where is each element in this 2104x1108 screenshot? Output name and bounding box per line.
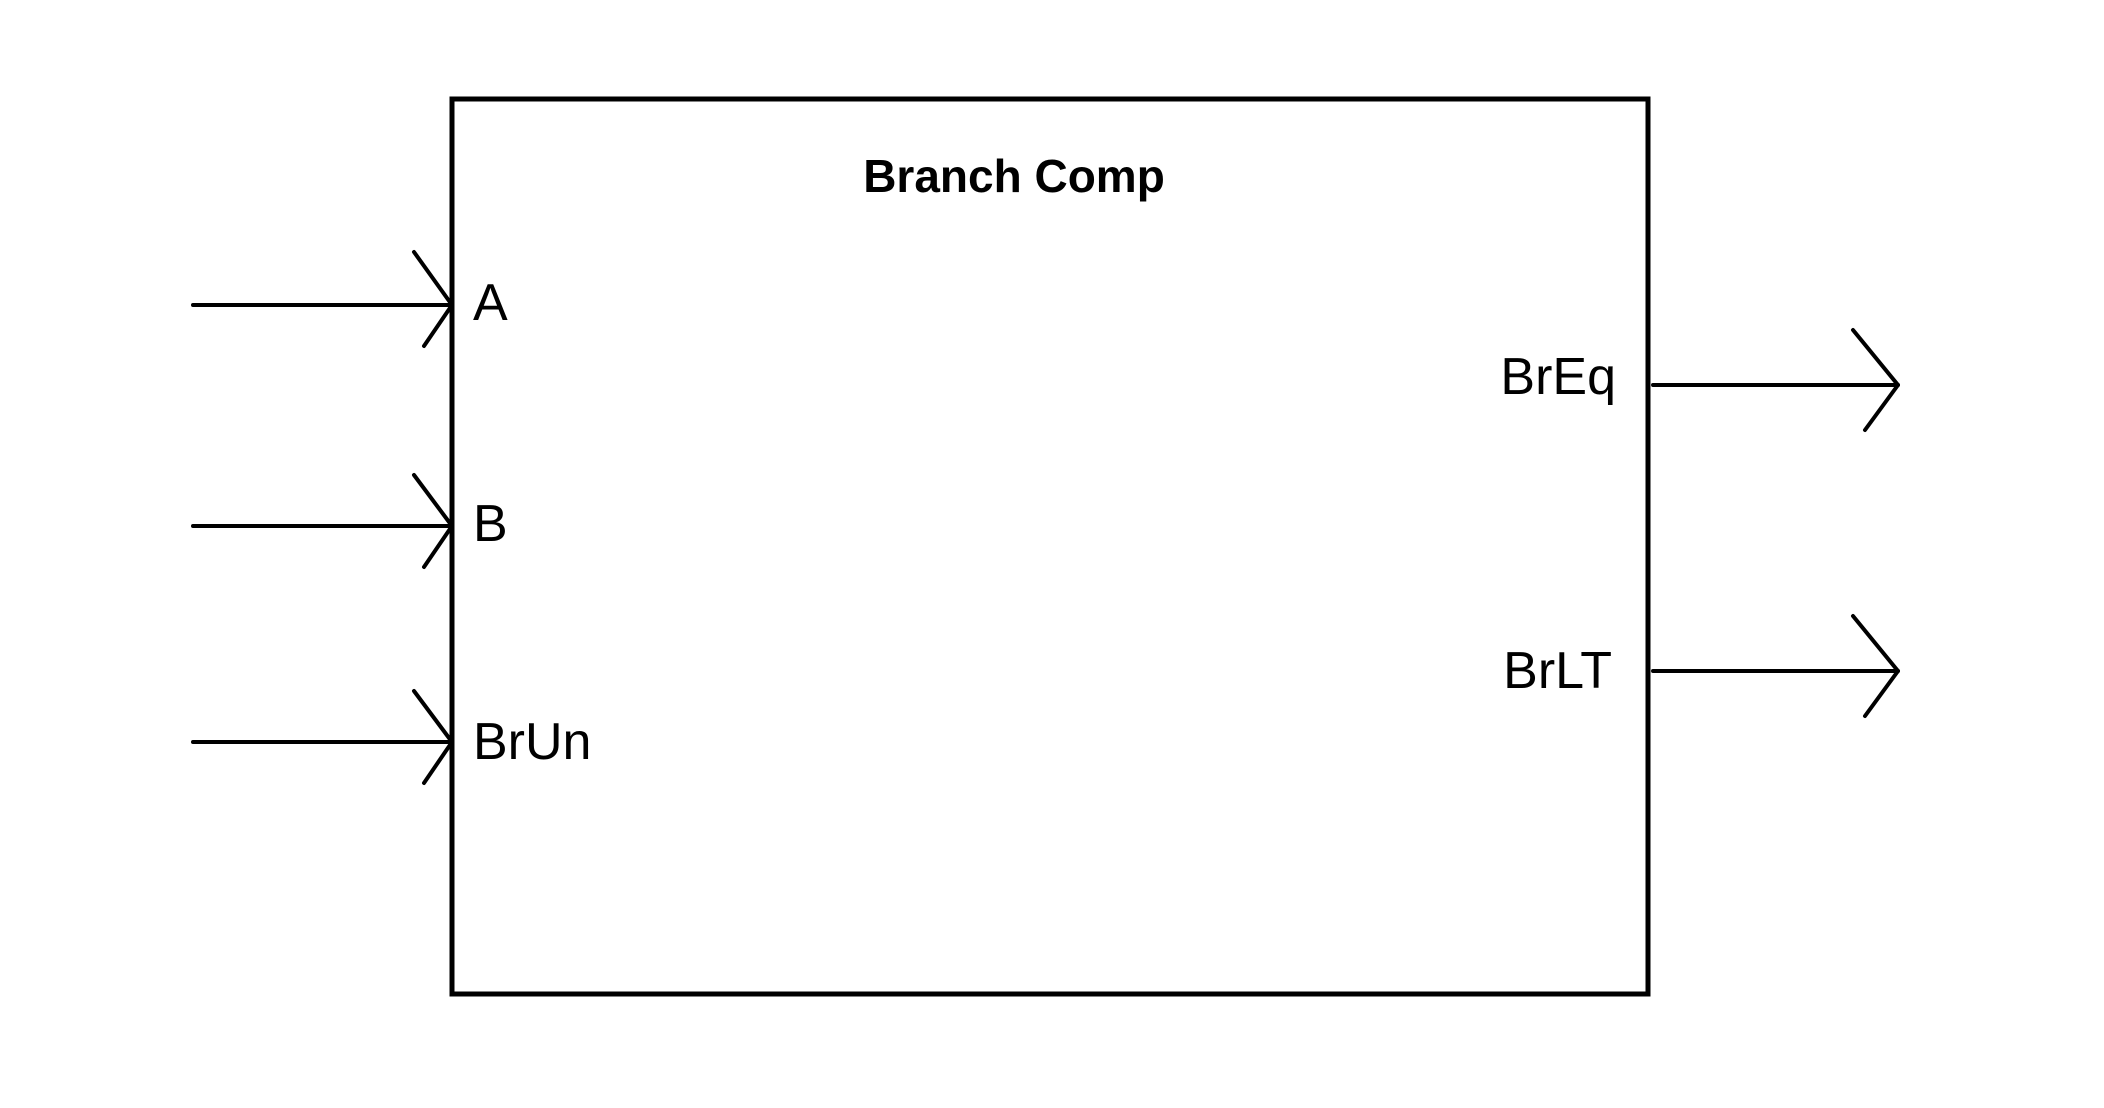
input-brun-arrow xyxy=(191,689,454,785)
output-breq-label: BrEq xyxy=(1500,348,1616,406)
output-brlt-label: BrLT xyxy=(1503,642,1612,700)
output-brlt-arrow xyxy=(1651,614,1900,718)
output-breq-arrow xyxy=(1651,328,1900,432)
input-brun-label: BrUn xyxy=(473,713,591,771)
input-a-label: A xyxy=(473,274,508,332)
input-b-arrow xyxy=(191,473,454,569)
block-title: Branch Comp xyxy=(863,150,1165,202)
branch-comp-block xyxy=(449,96,1651,997)
input-a-arrow xyxy=(191,250,454,348)
input-b-label: B xyxy=(473,495,508,553)
